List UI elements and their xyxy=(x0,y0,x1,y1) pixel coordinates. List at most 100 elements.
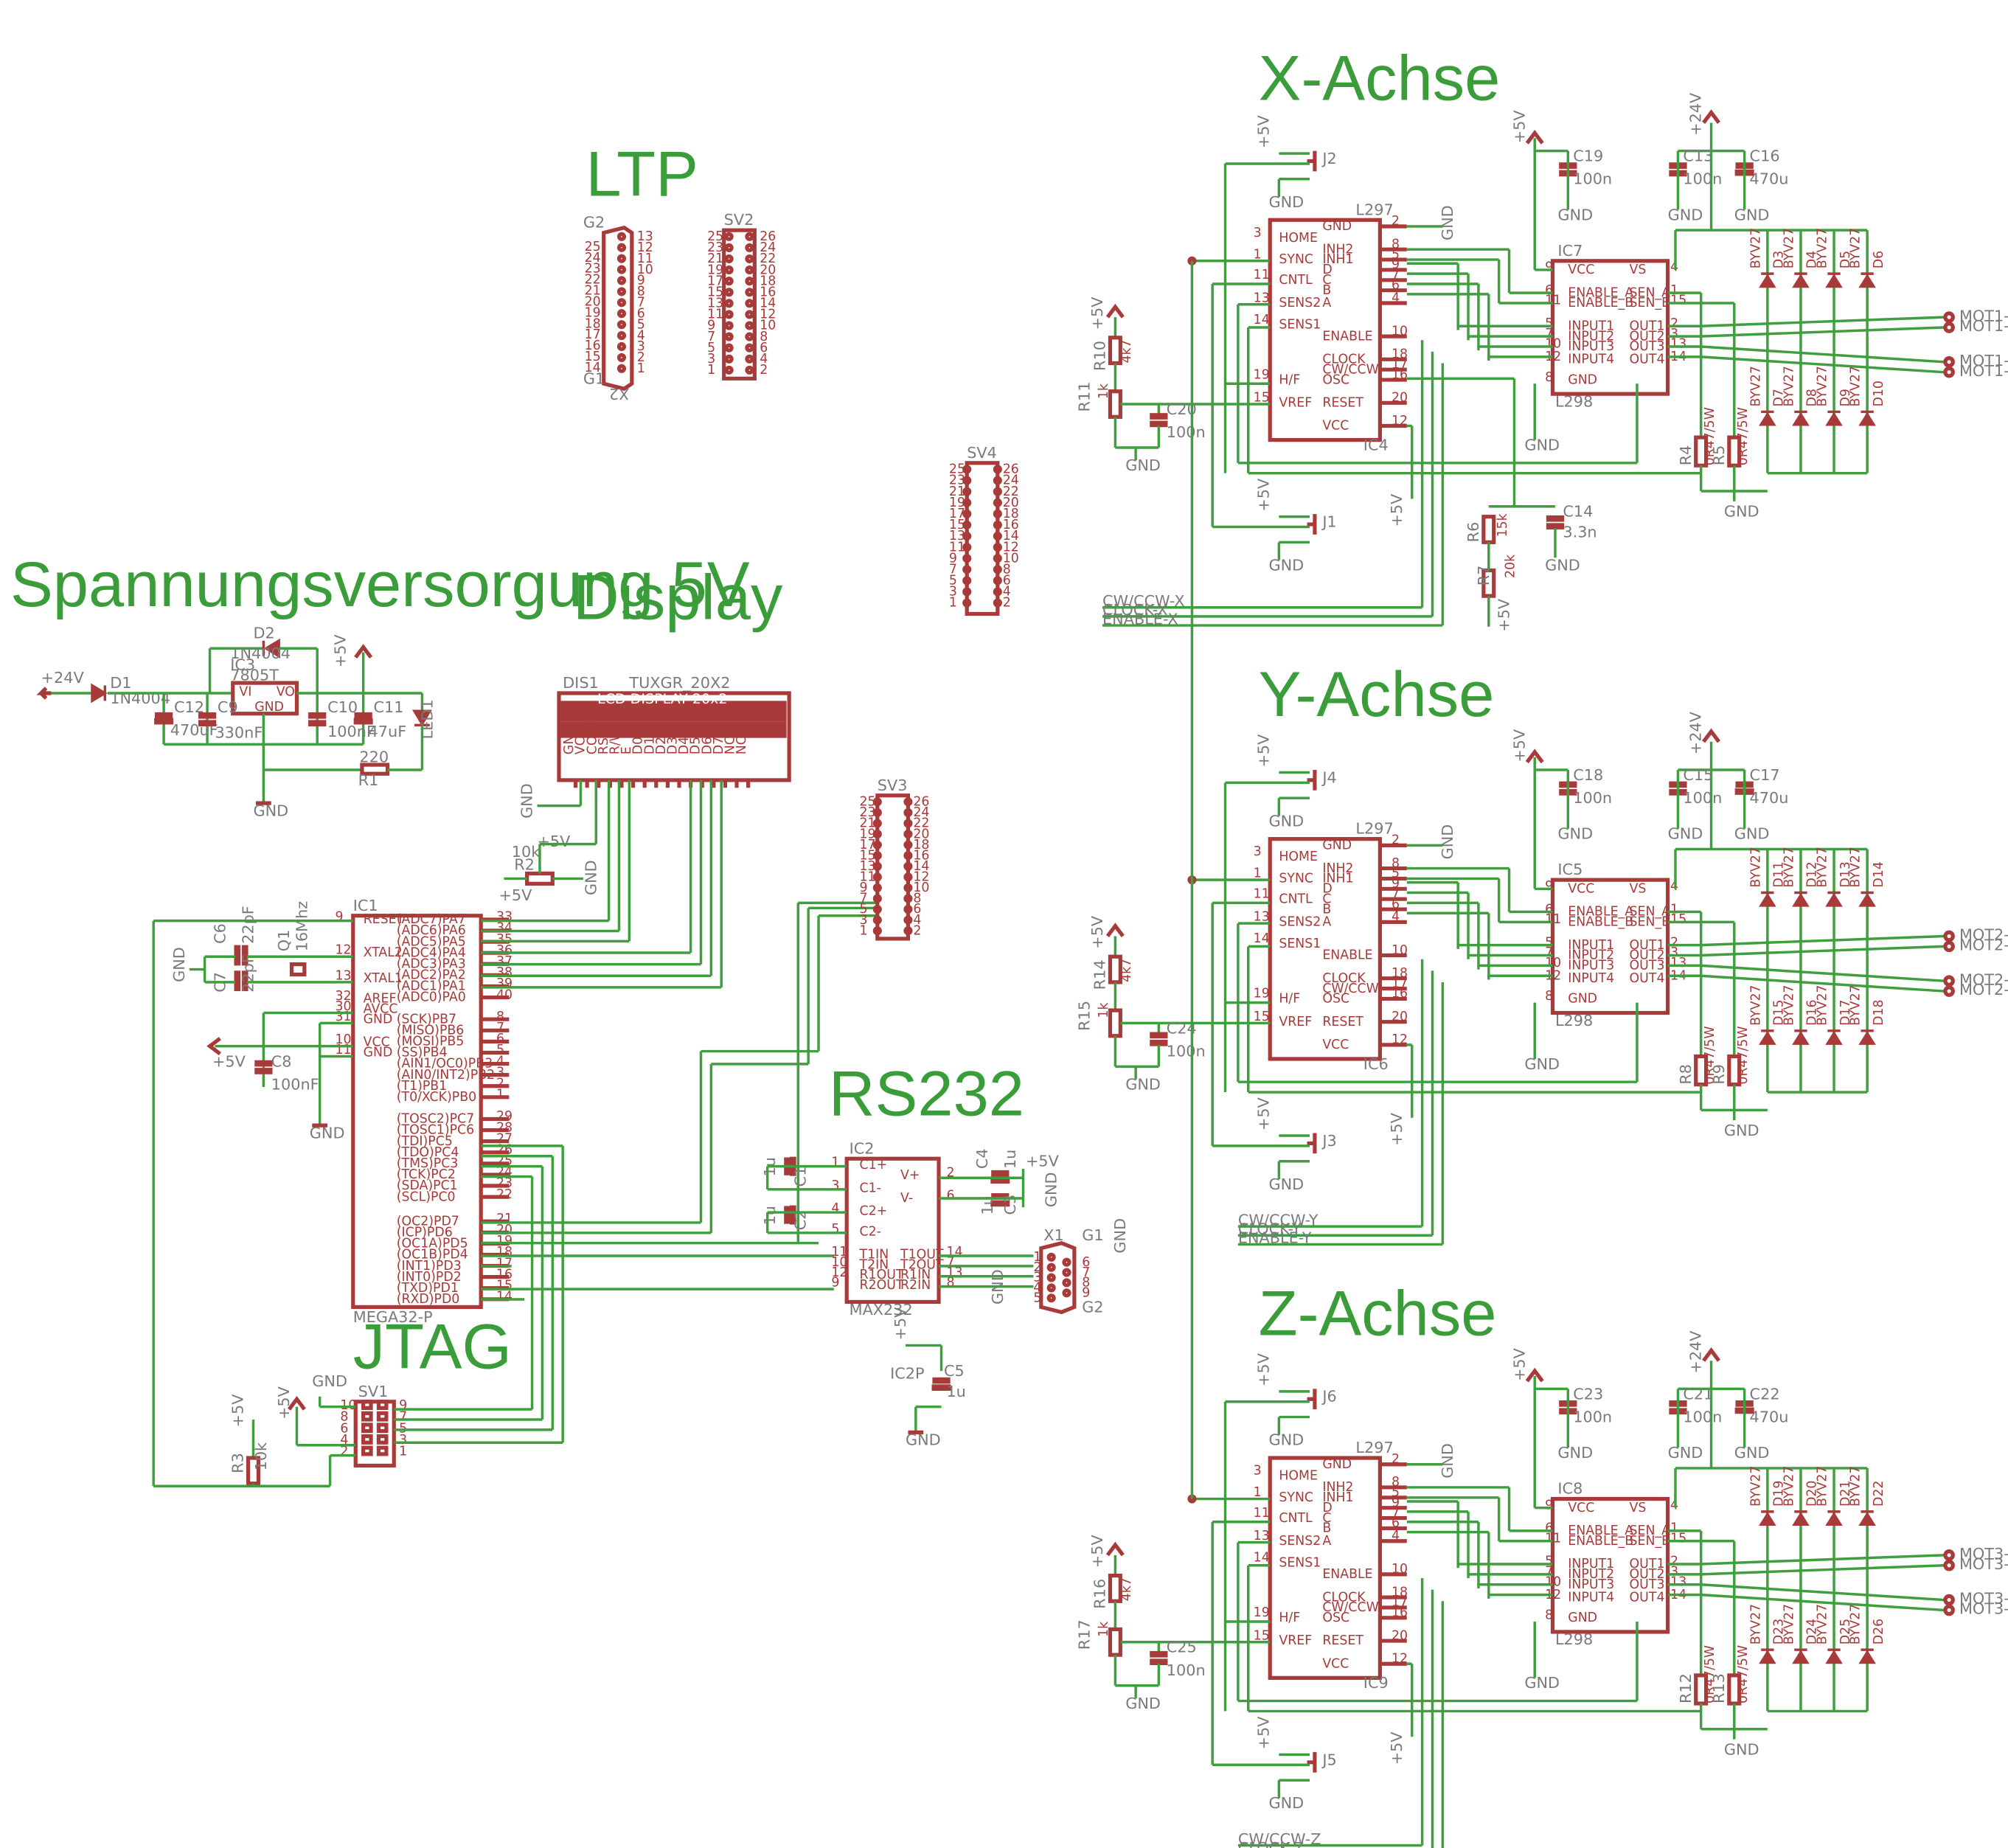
label-c8-value: 100nF xyxy=(271,1076,319,1094)
l297-chip xyxy=(1268,218,1382,442)
pin-label: 11 xyxy=(637,251,653,266)
pin-label: 5 xyxy=(637,317,645,332)
l298-pin-number: 9 xyxy=(1545,260,1553,275)
label-sense-res: R5 xyxy=(1710,445,1728,466)
label-jumper: J5 xyxy=(1321,1751,1336,1768)
label-diode: D10 xyxy=(1872,381,1886,406)
l297-pin-number: 2 xyxy=(1392,833,1400,848)
motor-terminal-icon xyxy=(1943,1604,1955,1616)
l297-chip xyxy=(1268,1456,1382,1680)
pin-label: 8 xyxy=(637,285,645,299)
label-diode: D19 xyxy=(1772,1481,1787,1507)
vcc-arrow-icon xyxy=(1702,1347,1721,1362)
label-diode-type: BYV27 xyxy=(1849,984,1863,1025)
label-motor-terminal: MOT3-4 xyxy=(1959,1600,2008,1618)
label-gnd: GND xyxy=(1557,206,1593,223)
pin-dot xyxy=(903,797,913,807)
pin-label: 13 xyxy=(949,529,965,543)
l298-pin-label: SEN_A xyxy=(1630,905,1671,920)
power-supply-section: +24V D1 1N4004 D2 1N4004 IC3 7805T VI VO… xyxy=(36,624,436,819)
l297-pin-number: 9 xyxy=(1392,257,1400,272)
pin-dot xyxy=(962,565,972,574)
label-5v-out: +5V xyxy=(331,634,349,668)
label-diode: D22 xyxy=(1872,1481,1886,1507)
label-res-value: 1k xyxy=(1097,1622,1111,1637)
title-jtag: JTAG xyxy=(353,1312,512,1383)
label-cap: C22 xyxy=(1750,1385,1780,1403)
pin-dot xyxy=(616,276,627,285)
diode-icon xyxy=(1759,272,1776,288)
pin-label: 14 xyxy=(1003,529,1019,543)
pin-pad xyxy=(361,1434,373,1445)
pin-label: 13 xyxy=(707,296,723,311)
pin-label: 23 xyxy=(707,240,723,255)
pin-dot xyxy=(962,509,972,518)
x1-pin-label: 3 xyxy=(1033,1271,1041,1285)
rs232-section: IC2 MAX232 C1+1C1-3C2+4C2-5T1IN11T2IN10R… xyxy=(761,1139,1129,1448)
l298-pin-number: 11 xyxy=(1545,293,1561,308)
title-ltp: LTP xyxy=(586,139,698,209)
pin-label: 9 xyxy=(860,880,868,895)
pin-label: 18 xyxy=(585,316,601,331)
label-c4-value: 1u xyxy=(1001,1150,1019,1169)
cap-c4 xyxy=(991,1170,1010,1177)
pin-label: 13 xyxy=(637,229,653,244)
pin-dot xyxy=(745,343,754,352)
title-display: Display xyxy=(573,562,783,633)
jtag-pin-label: 9 xyxy=(399,1398,407,1413)
pin-label: 26 xyxy=(1003,462,1019,477)
l297-pin-label: INH1 xyxy=(1322,1490,1353,1505)
label-r1-value: 220 xyxy=(359,748,389,766)
l297-pin-label: A xyxy=(1322,296,1331,310)
motor-terminal-icon xyxy=(1943,1549,1955,1561)
label-jumper: J4 xyxy=(1321,768,1336,786)
label-gnd: GND xyxy=(1724,1122,1759,1139)
l297-pin-number: 13 xyxy=(1254,291,1270,305)
label-diode-type: BYV27 xyxy=(1748,847,1763,887)
l297-pin-label: SENS1 xyxy=(1279,318,1321,333)
label-x1: X1 xyxy=(1043,1226,1063,1244)
l297-pin-label: ENABLE xyxy=(1322,948,1372,963)
label-5v: +5V xyxy=(1088,296,1106,330)
pin-dot xyxy=(903,915,913,925)
label-sv4: SV4 xyxy=(967,444,997,462)
l297-pin-number: 6 xyxy=(1392,897,1400,911)
l298-pin-number: 3 xyxy=(1670,327,1678,341)
pin-pad xyxy=(361,1411,373,1422)
pin-label: 15 xyxy=(707,285,723,299)
label-res-value: 4k7 xyxy=(1119,1577,1134,1601)
l298-pin-label: INPUT3 xyxy=(1568,959,1614,973)
pin-dot xyxy=(745,365,754,375)
l297-pin-label: HOME xyxy=(1279,850,1318,864)
l298-pin-label: GND xyxy=(1568,372,1597,387)
label-diode: D14 xyxy=(1872,861,1886,887)
pin-label: 23 xyxy=(860,805,876,820)
label-c5-value: 1u xyxy=(946,1383,965,1400)
pin-dot xyxy=(616,232,627,241)
label-diode: D8 xyxy=(1805,389,1820,406)
l297-pin-number: 5 xyxy=(1392,247,1400,262)
l297-pin-label: ENABLE xyxy=(1322,1567,1372,1582)
label-signal: CW/CCW-Y xyxy=(1238,1211,1319,1229)
vcc-arrow-icon xyxy=(1702,109,1721,125)
label-jumper: J2 xyxy=(1321,150,1336,167)
l297-pin-number: 6 xyxy=(1392,278,1400,293)
lcd-pin-label: D1 xyxy=(642,737,657,754)
pin-dot xyxy=(745,310,754,319)
label-mcu-gnd: GND xyxy=(310,1124,345,1142)
jumper-icon xyxy=(1307,770,1317,791)
pin-label: 23 xyxy=(949,473,965,488)
l298-pin-label: OUT2 xyxy=(1630,948,1665,963)
label-diode-type: BYV27 xyxy=(1748,1604,1763,1644)
label-r2-value: 10k xyxy=(512,843,541,861)
pin-label: 6 xyxy=(637,306,645,321)
mcu-pin-label: (ADC4)PA4 xyxy=(397,945,466,960)
l297-pin-label: SENS2 xyxy=(1279,296,1321,310)
l298-pin-label: ENABLE_B xyxy=(1568,296,1633,310)
l298-pin-label: INPUT4 xyxy=(1568,971,1614,986)
pin-dot xyxy=(745,332,754,341)
